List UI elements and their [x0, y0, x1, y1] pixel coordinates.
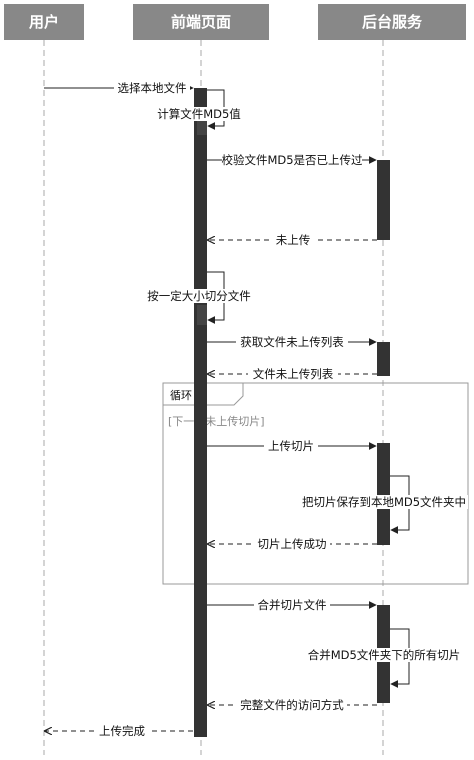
msg-access-method-label: 完整文件的访问方式	[240, 698, 344, 712]
msg-save-chunk: 把切片保存到本地MD5文件夹中	[300, 475, 468, 534]
msg-upload-chunk: 上传切片	[207, 439, 377, 453]
loop-frame: 循环 [下一个未上传切片]	[162, 382, 469, 585]
activation-frontend-self-1	[197, 121, 207, 135]
msg-upload-done-label: 上传完成	[99, 724, 145, 738]
msg-get-list-label: 获取文件未上传列表	[240, 335, 344, 349]
msg-return-list-label: 文件未上传列表	[253, 367, 334, 381]
participant-frontend: 前端页面	[133, 4, 269, 40]
activation-frontend-1	[194, 88, 207, 101]
msg-select-file: 选择本地文件	[44, 81, 194, 95]
activation-backend-3	[377, 443, 390, 545]
msg-split-file-label: 按一定大小切分文件	[147, 289, 251, 303]
activation-frontend-self-2	[197, 305, 207, 325]
participant-user-label: 用户	[29, 13, 59, 31]
activation-backend-1	[377, 160, 390, 240]
msg-calc-md5: 计算文件MD5值	[157, 89, 241, 130]
msg-calc-md5-label: 计算文件MD5值	[157, 107, 241, 121]
msg-check-md5-label: 校验文件MD5是否已上传过	[221, 153, 363, 167]
loop-label: 循环	[170, 389, 192, 402]
msg-select-file-label: 选择本地文件	[118, 81, 187, 95]
msg-chunk-success: 切片上传成功	[208, 537, 377, 551]
activation-frontend-main	[194, 101, 207, 737]
participant-frontend-label: 前端页面	[171, 13, 231, 31]
msg-chunk-success-label: 切片上传成功	[258, 537, 327, 551]
participant-backend: 后台服务	[318, 4, 466, 40]
msg-split-file: 按一定大小切分文件	[146, 271, 252, 324]
loop-guard: [下一个未上传切片]	[168, 415, 265, 428]
activation-backend-2	[377, 342, 390, 376]
msg-upload-chunk-label: 上传切片	[268, 439, 314, 453]
msg-access-method: 完整文件的访问方式	[208, 698, 377, 712]
msg-merge-request-label: 合并切片文件	[258, 598, 327, 612]
msg-check-md5: 校验文件MD5是否已上传过	[207, 153, 377, 167]
msg-merge-all: 合并MD5文件夹下的所有切片	[305, 628, 463, 688]
msg-upload-done: 上传完成	[45, 724, 193, 738]
msg-get-list: 获取文件未上传列表	[207, 335, 377, 349]
msg-return-list: 文件未上传列表	[208, 367, 377, 381]
participant-user: 用户	[4, 4, 84, 40]
msg-save-chunk-label: 把切片保存到本地MD5文件夹中	[302, 495, 466, 509]
participant-backend-label: 后台服务	[362, 13, 423, 31]
msg-merge-request: 合并切片文件	[207, 598, 377, 612]
msg-not-uploaded-label: 未上传	[276, 233, 311, 247]
msg-merge-all-label: 合并MD5文件夹下的所有切片	[308, 648, 461, 662]
msg-not-uploaded: 未上传	[208, 233, 377, 247]
